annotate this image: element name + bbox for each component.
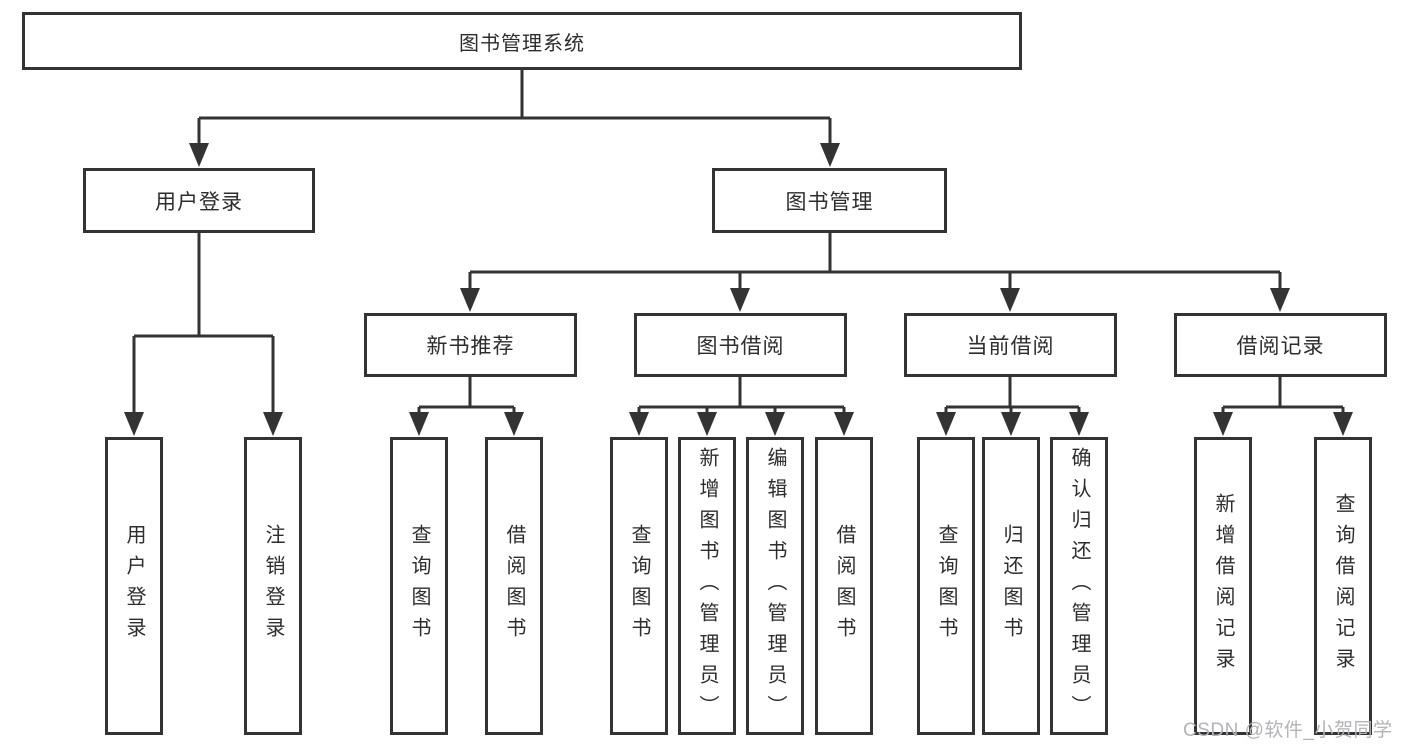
node-user-login-action: 用户登录 <box>105 437 163 735</box>
node-label: 当前借阅 <box>966 335 1055 358</box>
node-label: 编辑图书（管理员） <box>764 446 786 726</box>
node-label: 图书管理 <box>785 190 874 214</box>
node-new-book-recommendation: 新书推荐 <box>364 313 577 377</box>
node-label: 查询图书 <box>628 524 650 648</box>
connector-bookmgmt-to-level3 <box>460 233 1290 312</box>
node-query-borrow-record: 查询借阅记录 <box>1314 437 1372 735</box>
node-label: 图书管理系统 <box>459 32 585 55</box>
node-label: 注销登录 <box>262 524 284 648</box>
connector-bookborrow-to-leaves <box>629 377 854 436</box>
node-label: 用户登录 <box>123 524 145 648</box>
node-return-books: 归还图书 <box>982 437 1040 735</box>
node-label: 查询图书 <box>408 524 430 648</box>
node-user-login: 用户登录 <box>83 168 315 233</box>
node-borrowing-records: 借阅记录 <box>1174 313 1387 377</box>
node-label: 确认归还（管理员） <box>1068 446 1090 726</box>
node-label: 借阅图书 <box>833 524 855 648</box>
node-label: 新增借阅记录 <box>1212 493 1234 679</box>
node-label: 查询借阅记录 <box>1332 493 1354 679</box>
node-label: 借阅图书 <box>503 524 525 648</box>
node-add-books-admin: 新增图书（管理员） <box>678 437 736 735</box>
node-logout-action: 注销登录 <box>244 437 302 735</box>
connector-borrowrecords-to-leaves <box>1213 377 1353 436</box>
node-label: 新书推荐 <box>426 335 515 358</box>
node-label: 新增图书（管理员） <box>696 446 718 726</box>
connector-root-to-level2 <box>189 70 840 167</box>
node-query-books-current: 查询图书 <box>917 437 975 735</box>
node-borrow-books-recommend: 借阅图书 <box>485 437 543 735</box>
node-borrow-books-borrowing: 借阅图书 <box>815 437 873 735</box>
node-label: 用户登录 <box>155 190 243 214</box>
node-edit-books-admin: 编辑图书（管理员） <box>746 437 804 735</box>
connector-currentborrow-to-leaves <box>936 377 1089 436</box>
node-book-management: 图书管理 <box>712 168 947 233</box>
connector-newbooks-to-leaves <box>409 377 524 436</box>
node-add-borrow-record: 新增借阅记录 <box>1194 437 1252 735</box>
node-label: 图书借阅 <box>696 335 785 358</box>
node-label: 归还图书 <box>1000 524 1022 648</box>
node-confirm-return-admin: 确认归还（管理员） <box>1050 437 1108 735</box>
node-label: 查询图书 <box>935 524 957 648</box>
node-label: 借阅记录 <box>1236 335 1325 358</box>
connector-userlogin-to-leaves <box>124 233 283 436</box>
node-book-borrowing: 图书借阅 <box>634 313 847 377</box>
node-query-books-borrowing: 查询图书 <box>610 437 668 735</box>
node-current-borrowing: 当前借阅 <box>904 313 1117 377</box>
csdn-watermark: CSDN @软件_小贺同学 <box>1183 720 1393 741</box>
node-query-books-recommend: 查询图书 <box>390 437 448 735</box>
node-library-management-system: 图书管理系统 <box>22 12 1022 70</box>
